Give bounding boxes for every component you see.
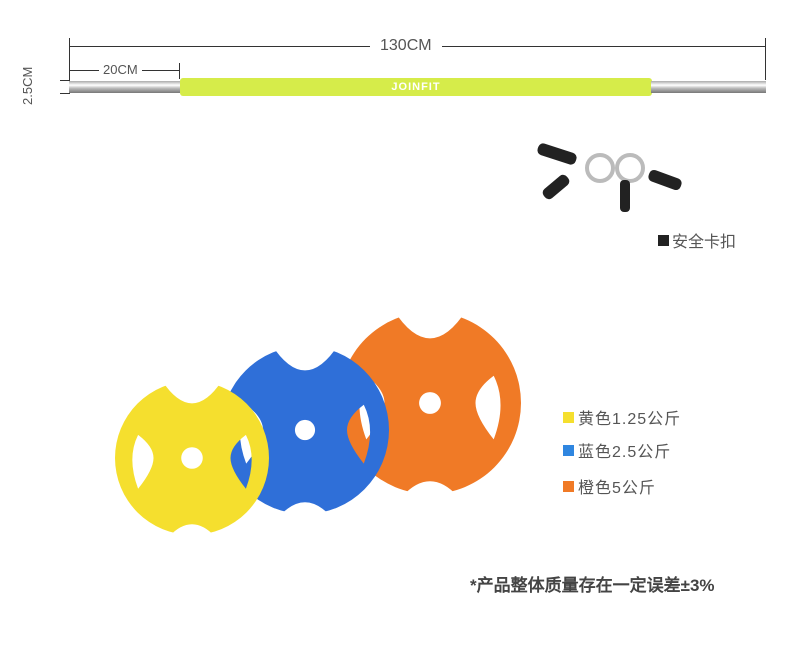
safety-clip-image [537,143,682,212]
bar-grip: JOINFIT [180,78,652,96]
diameter-label: 2.5CM [20,66,35,105]
legend-orange: 橙色5公斤 [563,474,656,498]
bar-sleeve-left [69,81,181,93]
sleeve-label: 20CM [99,62,142,77]
bar-sleeve-right [651,81,766,93]
weight-plates-image [115,310,521,537]
clip-caption: 安全卡扣 [658,228,736,252]
plate-yellow [115,379,269,537]
yellow-swatch-icon [563,411,574,423]
orange-swatch-icon [563,480,574,492]
bullet-square-icon [658,234,669,246]
brand-logo: JOINFIT [391,81,441,93]
legend-yellow: 黄色1.25公斤 [563,405,681,429]
blue-swatch-icon [563,444,574,456]
weight-tolerance-note: *产品整体质量存在一定误差±3% [470,576,715,595]
legend-blue: 蓝色2.5公斤 [563,438,671,462]
length-label: 130CM [370,37,442,55]
